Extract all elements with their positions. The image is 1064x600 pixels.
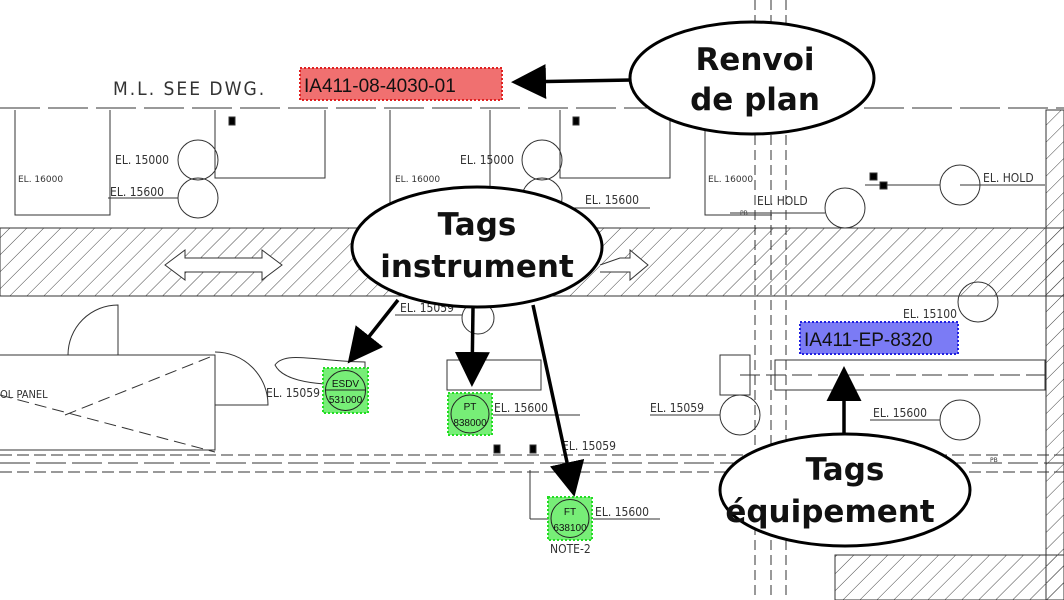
reference-tag[interactable]: IA411-08-4030-01 xyxy=(299,67,503,101)
elevation-label: EL. 15600 xyxy=(873,406,927,420)
instrument-type: FT xyxy=(564,507,576,518)
note-label: NOTE-2 xyxy=(550,542,591,556)
callout-arrows xyxy=(347,64,862,497)
elevation-label: EL. 15600 xyxy=(585,193,639,207)
hatched-wall-right xyxy=(1045,109,1064,600)
arrow-to-esdv xyxy=(347,298,400,364)
elevation-label: EL. 15100 xyxy=(903,307,957,321)
elevation-label: EL. 15600 xyxy=(110,185,164,199)
hatched-wall-bottom xyxy=(834,554,1064,600)
instrument-type: ESDV xyxy=(332,379,360,390)
callout-instrument-line2: instrument xyxy=(380,249,574,285)
equipment-tag-text: IA411-EP-8320 xyxy=(804,330,933,351)
reference-tag-text: IA411-08-4030-01 xyxy=(304,76,456,97)
instrument-type: PT xyxy=(464,402,477,413)
elevation-label: EL. 15600 xyxy=(494,401,548,415)
instrument-number: 531000 xyxy=(329,395,363,406)
elevation-label: EL. 15600 xyxy=(595,505,649,519)
elevation-label: EL. 15000 xyxy=(115,153,169,167)
instrument-tag-pt[interactable]: PT 838000 xyxy=(447,392,493,436)
callout-instrument-line1: Tags xyxy=(438,207,517,243)
arrow-to-reference-tag xyxy=(511,64,633,100)
instrument-number: 838000 xyxy=(453,418,487,429)
elevation-label: EL. 16000 xyxy=(708,175,753,185)
elevation-label: EL. 15059 xyxy=(650,401,704,415)
callout-reference: Renvoi de plan xyxy=(628,20,876,136)
callout-equipment: Tags équipement xyxy=(718,432,972,548)
elevation-label: EL. HOLD xyxy=(757,194,808,208)
elevation-label: EL. 15000 xyxy=(460,153,514,167)
reference-text: M.L. SEE DWG. xyxy=(113,78,266,100)
elevation-label: EL. 15059 xyxy=(562,439,616,453)
callout-equipment-line2: équipement xyxy=(725,494,935,530)
callout-equipment-line1: Tags xyxy=(806,452,885,488)
pb-label: PB xyxy=(990,457,998,464)
instrument-tag-ft[interactable]: FT 638100 xyxy=(547,496,593,541)
panel-label: OL PANEL xyxy=(0,388,48,401)
elevation-label: EL. HOLD xyxy=(983,171,1034,185)
pb-label: PB xyxy=(740,210,748,217)
equipment-tag[interactable]: IA411-EP-8320 xyxy=(799,321,959,355)
elevation-label: EL. 16000 xyxy=(18,175,63,185)
arrow-to-pt xyxy=(454,307,490,387)
arrow-to-ft xyxy=(531,304,585,497)
drawing-labels: M.L. SEE DWG. EL. 16000 EL. 16000 EL. 16… xyxy=(0,78,1034,556)
elevation-label: EL. 15059 xyxy=(266,386,320,400)
instrument-number: 638100 xyxy=(553,523,587,534)
elevation-label: EL. 16000 xyxy=(395,175,440,185)
instrument-tag-esdv[interactable]: ESDV 531000 xyxy=(322,367,369,414)
callout-reference-line1: Renvoi xyxy=(695,42,814,78)
callout-instrument: Tags instrument xyxy=(350,185,604,309)
callout-reference-line2: de plan xyxy=(690,82,820,118)
